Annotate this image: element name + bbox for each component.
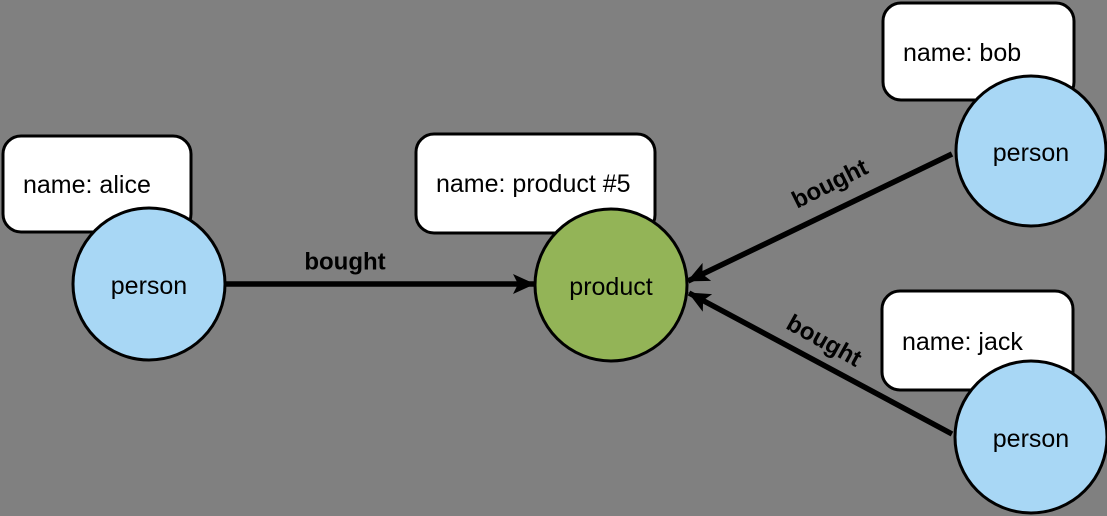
edge-label-alice-bought: bought — [304, 249, 385, 276]
person-node-alice — [71, 206, 227, 362]
nodes: person product person person — [71, 74, 1107, 515]
jack-property-label: name: jack — [902, 328, 1023, 356]
product-property-box — [414, 132, 657, 235]
product-node — [533, 207, 689, 363]
product-property-label: name: product #5 — [436, 170, 631, 198]
alice-property-label: name: alice — [23, 171, 151, 199]
bob-property-label: name: bob — [903, 39, 1021, 67]
edge-jack-bought-product — [687, 290, 954, 437]
person-node-bob-label: person — [993, 139, 1069, 167]
person-node-bob — [954, 74, 1107, 228]
product-node-label: product — [569, 273, 652, 301]
edge-bob-bought-product — [686, 151, 954, 284]
person-node-jack — [953, 359, 1107, 515]
person-node-alice-label: person — [111, 272, 187, 300]
person-node-jack-label: person — [993, 425, 1069, 453]
